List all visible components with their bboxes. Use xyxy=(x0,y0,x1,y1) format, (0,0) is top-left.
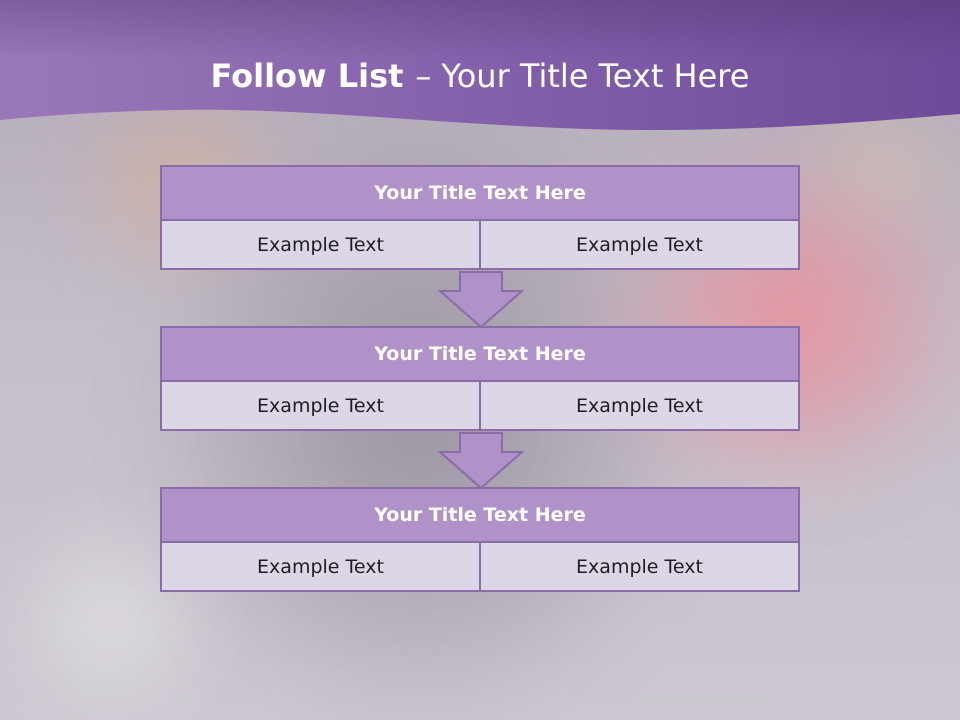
step-1-right-cell: Example Text xyxy=(481,221,800,270)
slide-title-rest: Your Title Text Here xyxy=(441,57,750,95)
slide-title-separator: – xyxy=(415,57,432,95)
step-block-3: Your Title Text Here Example Text Exampl… xyxy=(160,487,800,592)
step-2-row: Example Text Example Text xyxy=(160,382,800,431)
down-arrow-icon xyxy=(438,271,524,329)
step-1-left-cell: Example Text xyxy=(160,221,481,270)
step-block-2: Your Title Text Here Example Text Exampl… xyxy=(160,326,800,431)
step-3-title: Your Title Text Here xyxy=(160,487,800,543)
slide-title: Follow List–Your Title Text Here xyxy=(0,52,960,100)
step-2-left-cell: Example Text xyxy=(160,382,481,431)
step-3-right-cell: Example Text xyxy=(481,543,800,592)
step-3-left-cell: Example Text xyxy=(160,543,481,592)
header-band xyxy=(0,0,960,131)
step-3-row: Example Text Example Text xyxy=(160,543,800,592)
step-1-title: Your Title Text Here xyxy=(160,165,800,221)
slide-title-bold: Follow List xyxy=(210,57,404,95)
background-yellow-light xyxy=(800,110,960,220)
down-arrow-icon xyxy=(438,432,524,490)
step-2-title: Your Title Text Here xyxy=(160,326,800,382)
step-block-1: Your Title Text Here Example Text Exampl… xyxy=(160,165,800,270)
step-2-right-cell: Example Text xyxy=(481,382,800,431)
step-1-row: Example Text Example Text xyxy=(160,221,800,270)
